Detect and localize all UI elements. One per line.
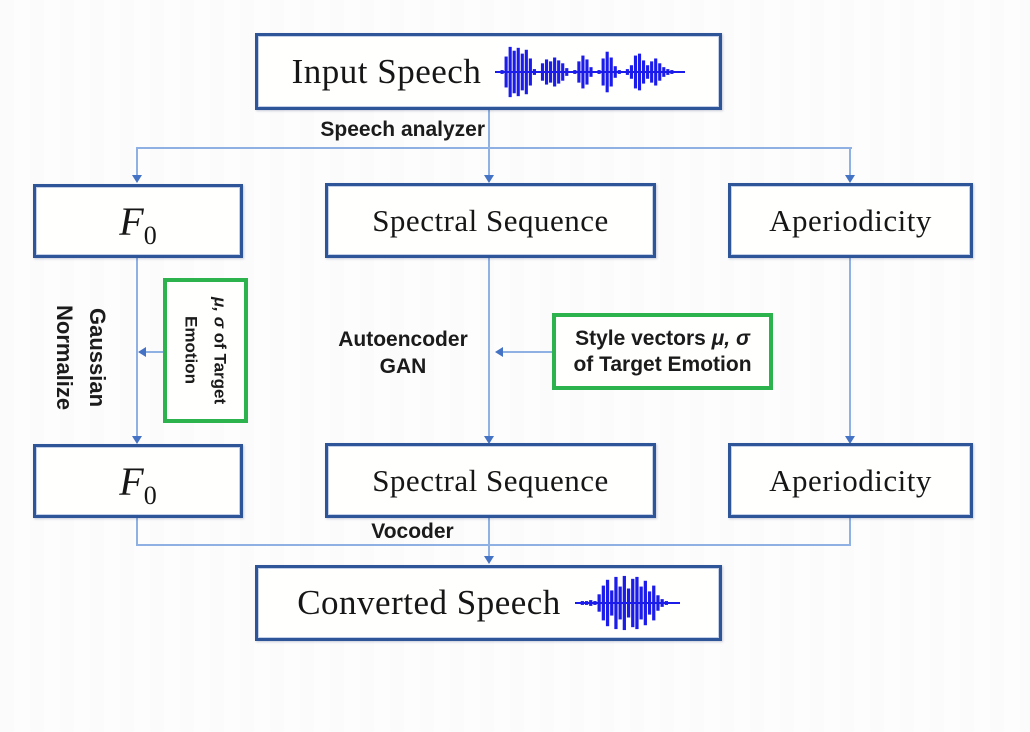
aperiodicity-bottom-label: Aperiodicity: [769, 462, 932, 498]
node-spectral-sequence-bottom: Spectral Sequence: [325, 443, 656, 518]
node-input-speech: Input Speech: [255, 33, 722, 110]
arrowhead-into-f0-bottom: [132, 436, 142, 444]
aperiodicity-top-label: Aperiodicity: [769, 202, 932, 238]
arrowhead-into-converted: [484, 556, 494, 564]
connector-drop-f0: [136, 147, 138, 177]
target-emotion-line1: μ, σ of Target: [210, 296, 230, 405]
connector-f0-bottom-out: [136, 518, 138, 545]
connector-target-emotion-left: [146, 351, 163, 353]
gaussian-normalize-label: Gaussian Normalize: [48, 282, 114, 434]
connector-input-stub: [488, 110, 490, 148]
style-vectors-line2: of Target Emotion: [573, 352, 752, 376]
style-vectors-line1: Style vectors μ, σ: [575, 326, 750, 350]
arrowhead-into-aperiodicity-top: [845, 175, 855, 183]
arrowhead-target-emotion-left: [138, 347, 146, 357]
node-aperiodicity-top: Aperiodicity: [728, 183, 973, 258]
converted-waveform-icon: [574, 575, 680, 631]
node-converted-speech: Converted Speech: [255, 565, 722, 641]
node-f0-bottom: F0: [33, 444, 243, 518]
converted-speech-label: Converted Speech: [297, 583, 561, 622]
arrowhead-into-f0-top: [132, 175, 142, 183]
connector-vocoder-bus: [136, 544, 851, 546]
style-vectors-text: Style vectors μ, σ of Target Emotion: [573, 326, 751, 378]
connector-f0-normalize: [136, 258, 138, 438]
connector-spectral-autoencoder: [488, 258, 490, 438]
style-vectors-box: Style vectors μ, σ of Target Emotion: [552, 313, 773, 390]
connector-into-converted: [488, 518, 490, 558]
target-emotion-stats-box: μ, σ of Target Emotion: [163, 278, 248, 423]
arrowhead-into-spectral-top: [484, 175, 494, 183]
vocoder-label: Vocoder: [371, 520, 454, 543]
autoencoder-gan-label: Autoencoder GAN: [318, 326, 488, 380]
arrowhead-into-spectral-bottom: [484, 436, 494, 444]
node-f0-top: F0: [33, 184, 243, 258]
speech-analyzer-label: Speech analyzer: [320, 118, 485, 141]
target-emotion-stats-text: μ, σ of Target Emotion: [177, 297, 235, 404]
autoencoder-label-line2: GAN: [379, 355, 427, 378]
connector-analyzer-branch: [136, 147, 852, 149]
input-waveform-icon: [495, 46, 686, 97]
connector-drop-aperiodicity: [849, 147, 851, 177]
arrowhead-style-vectors: [495, 347, 503, 357]
gaussian-label-line1: Gaussian: [85, 308, 110, 408]
input-speech-label: Input Speech: [291, 51, 482, 91]
f0-top-label: F0: [119, 198, 157, 250]
spectral-bottom-label: Spectral Sequence: [372, 462, 609, 498]
connector-style-vectors: [503, 351, 552, 353]
target-emotion-line2: Emotion: [181, 316, 201, 385]
spectral-top-label: Spectral Sequence: [372, 202, 609, 238]
gaussian-label-line2: Normalize: [52, 305, 77, 411]
f0-bottom-label: F0: [119, 458, 157, 510]
autoencoder-label-line1: Autoencoder: [338, 328, 468, 351]
connector-drop-spectral: [488, 147, 490, 177]
arrowhead-into-aperiodicity-bottom: [845, 436, 855, 444]
connector-aperiodicity-pass: [849, 258, 851, 438]
node-aperiodicity-bottom: Aperiodicity: [728, 443, 973, 518]
node-spectral-sequence-top: Spectral Sequence: [325, 183, 656, 258]
connector-aperiodicity-bottom-out: [849, 518, 851, 545]
